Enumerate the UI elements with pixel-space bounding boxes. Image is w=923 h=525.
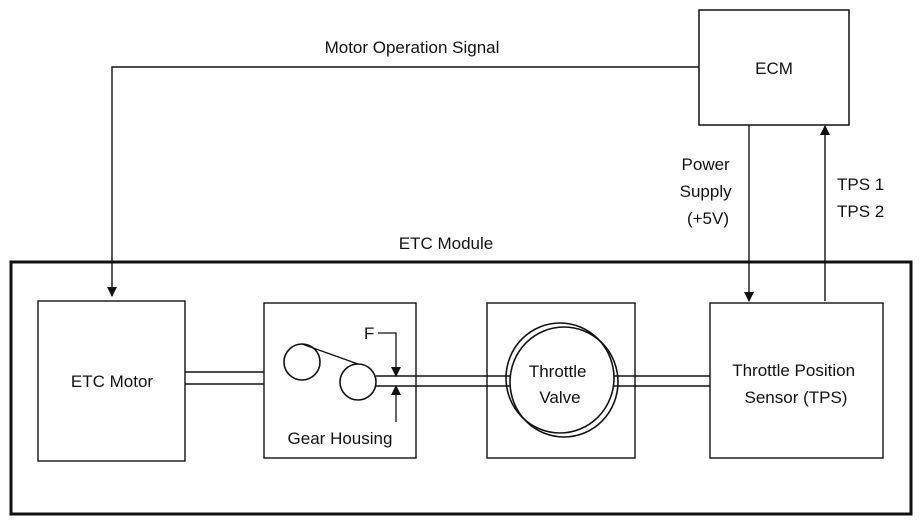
- gear-housing-label: Gear Housing: [288, 429, 393, 448]
- force-bracket: [378, 332, 401, 377]
- throttle-plate-front: [505, 322, 615, 434]
- ecm-label: ECM: [755, 59, 793, 78]
- gear-belt: [301, 343, 359, 365]
- tps-signal-label: TPS 1 TPS 2: [837, 175, 889, 221]
- etc-motor-box: [37, 300, 186, 462]
- etc-module-frame: [9, 260, 913, 516]
- power-supply-label: Power Supply (+5V): [680, 155, 737, 228]
- gear-housing-box: [263, 302, 417, 459]
- motor-signal-label: Motor Operation Signal: [325, 38, 500, 57]
- tps-label: Throttle Position Sensor (TPS): [732, 361, 860, 407]
- gear-upper: [283, 343, 321, 381]
- etc-motor-label: ETC Motor: [71, 372, 154, 391]
- throttle-valve-box: [486, 302, 636, 459]
- throttle-valve-label: Throttle Valve: [529, 362, 591, 407]
- etc-module-label: ETC Module: [399, 234, 493, 253]
- tps-box: [709, 302, 884, 459]
- gear-lower: [339, 363, 377, 401]
- throttle-plate-back: [509, 326, 619, 438]
- motor-signal-line: [107, 66, 699, 297]
- force-label: F: [364, 324, 374, 343]
